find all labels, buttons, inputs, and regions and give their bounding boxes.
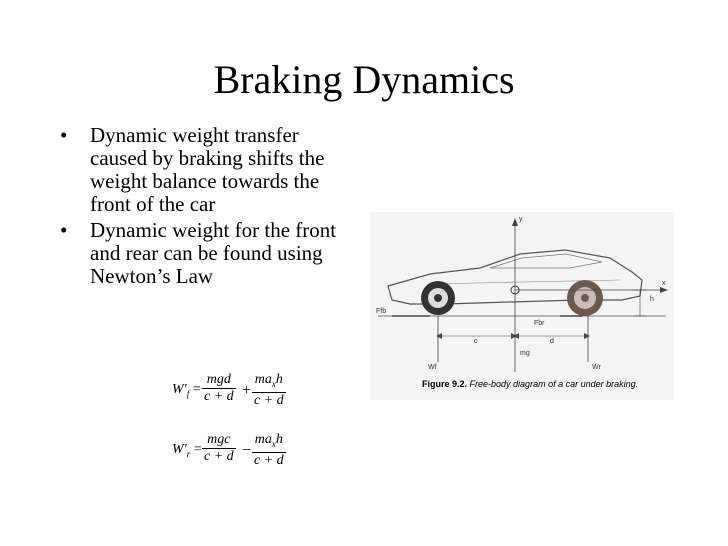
bullet-dot: •	[60, 123, 68, 147]
label-d: d	[550, 338, 554, 345]
label-y-axis: y	[519, 216, 523, 223]
free-body-diagram: y x h Ffb Fbr c d mg Wf Wr Figure 9.2. F…	[370, 212, 674, 400]
figure-caption: Figure 9.2. Free-body diagram of a car u…	[422, 379, 639, 389]
rear-wheel	[567, 280, 603, 316]
equation-lhs: W′r =	[172, 442, 202, 459]
slide-title: Braking Dynamics	[213, 57, 515, 102]
label-rear-brake-force: Fbr	[534, 320, 545, 327]
front-wheel	[421, 281, 455, 315]
bullet-text: Dynamic weight transfer caused by brakin…	[90, 123, 325, 216]
equation-rear-weight: W′r = mgc c + d − maxh c + d	[172, 430, 322, 470]
fraction-static: mgd c + d	[202, 372, 236, 404]
bullet-item: • Dynamic weight for the front and rear …	[58, 219, 348, 288]
label-wf: Wf	[428, 364, 437, 371]
car-diagram-svg	[378, 218, 668, 372]
equation-front-weight: W′f = mgd c + d + maxh c + d	[172, 370, 322, 410]
equation-lhs: W′f =	[172, 382, 201, 399]
label-c: c	[474, 338, 478, 345]
bullet-dot: •	[60, 218, 68, 242]
car-window	[489, 253, 603, 269]
operator: +	[242, 382, 252, 399]
label-front-brake-force: Ffb	[376, 308, 387, 315]
fraction-transfer: maxh c + d	[252, 432, 286, 468]
operator: −	[242, 442, 252, 459]
bullet-list: • Dynamic weight transfer caused by brak…	[58, 124, 348, 291]
label-wr: Wr	[592, 364, 601, 371]
bullet-text: Dynamic weight for the front and rear ca…	[90, 218, 337, 288]
fraction-static: mgc c + d	[202, 432, 236, 464]
label-height: h	[650, 296, 654, 303]
label-mg: mg	[520, 350, 530, 357]
fraction-transfer: maxh c + d	[252, 372, 286, 408]
bullet-item: • Dynamic weight transfer caused by brak…	[58, 124, 348, 216]
label-x-axis: x	[662, 280, 666, 287]
